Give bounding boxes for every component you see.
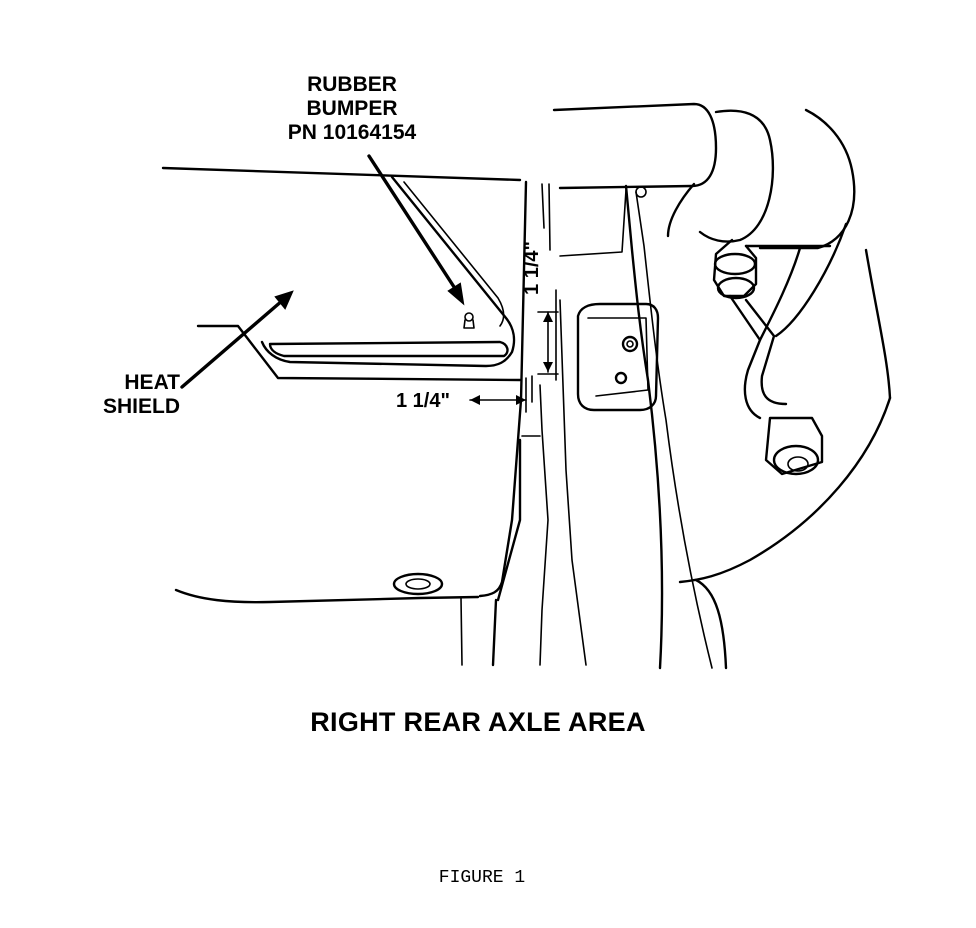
frame-curve-right: [635, 191, 713, 669]
axle-cylinder: [552, 102, 856, 250]
dimension-vertical: [537, 311, 559, 375]
heat-shield-label-line-1: HEAT: [124, 371, 180, 394]
rubber-bumper-label: RUBBER BUMPER PN 10164154: [262, 73, 442, 145]
frame-rail-line-3: [539, 384, 549, 666]
heat-shield-arrow: [180, 290, 294, 389]
heat-shield-label-line-2: SHIELD: [102, 395, 180, 418]
rubber-bumper-part-number: PN 10164154: [287, 121, 417, 144]
figure-caption: FIGURE 1: [438, 868, 526, 888]
heat-shield-label: HEAT SHIELD: [70, 371, 180, 419]
dimension-horizontal: [469, 375, 533, 413]
frame-rail-line-2: [491, 438, 522, 667]
dimension-horizontal-label: 1 1/4": [396, 390, 450, 412]
axle-lower-curve: [678, 396, 892, 584]
heat-shield-top-edge: [161, 166, 522, 182]
heat-shield-flange-inner: [403, 181, 505, 327]
frame-rail-line-4: [555, 289, 587, 666]
heat-shield-bottom-edge: [174, 588, 480, 604]
frame-step: [559, 189, 627, 257]
frame-bracket: [576, 302, 660, 412]
fastener-nut-icon: [392, 572, 444, 596]
heat-shield-rib: [268, 340, 509, 358]
dimension-vertical-label: 1 1/4": [520, 241, 543, 295]
shock-absorber: [712, 222, 848, 420]
heat-shield-flange: [260, 175, 516, 368]
frame-rail-line-5: [460, 597, 463, 666]
diagram-title: RIGHT REAR AXLE AREA: [310, 707, 646, 737]
heat-shield-front-edge: [478, 180, 528, 598]
frame-curve-left: [624, 184, 664, 670]
rubber-bumper-label-line-2: BUMPER: [306, 97, 398, 120]
axle-housing-edge: [694, 578, 728, 670]
rubber-bumper-icon: [463, 312, 475, 329]
frame-rail-line-1: [541, 183, 551, 251]
rubber-bumper-label-line-1: RUBBER: [307, 73, 397, 96]
bolt-assembly: [764, 416, 824, 476]
rubber-bumper-arrow: [367, 154, 465, 306]
axle-right-edge: [864, 248, 892, 400]
frame-rivet: [635, 186, 647, 198]
heat-shield-left-tab: [196, 324, 522, 382]
